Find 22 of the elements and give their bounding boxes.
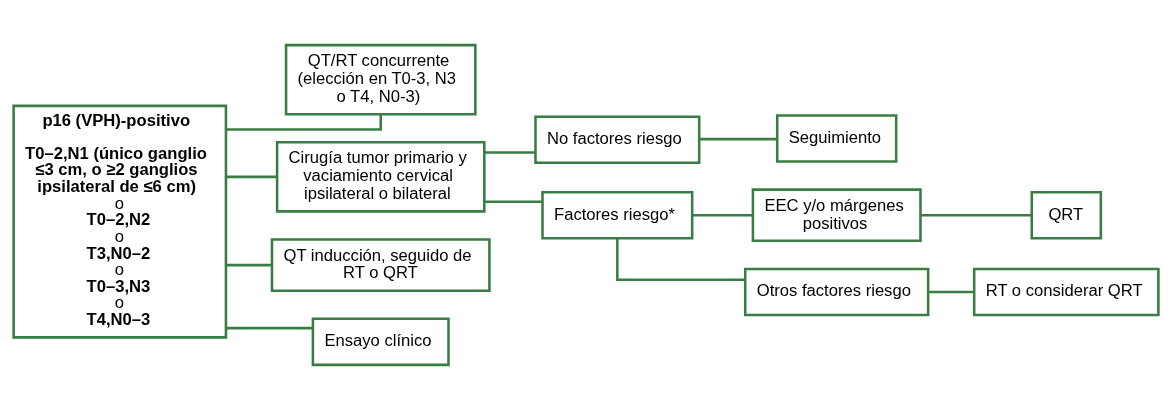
node-box: No factores riesgo xyxy=(534,114,701,164)
connector xyxy=(226,326,313,329)
node-box: RT o considerar QRT xyxy=(972,267,1160,316)
node-box: p16 (VPH)-positivo T0–2,N1 (único ganglio ≤3 cm, o ≥2 ganglios ipsilateral de ≤6 cm) o T0–2,N2 o T3,N0–2 o T0–3,N3 o T4,N0–3 xyxy=(12,104,228,339)
connector xyxy=(699,137,777,140)
node-box: Seguimiento xyxy=(775,113,898,163)
connector xyxy=(692,213,753,216)
connector xyxy=(484,200,543,203)
node-box: EEC y/o márgenes positivos xyxy=(751,187,922,242)
node-box: Cirugía tumor primario y vaciamiento cervical ipsilateral o bilateral xyxy=(275,140,486,213)
connector xyxy=(484,150,536,154)
node-box: Ensayo clínico xyxy=(311,317,450,366)
node-box: Otros factores riesgo xyxy=(743,267,930,316)
connector xyxy=(226,263,272,266)
node-box: QT/RT concurrente (elección en T0-3, N3 o T4, N0-3) xyxy=(284,43,477,115)
node-box: QRT xyxy=(1030,190,1103,240)
connector xyxy=(226,175,278,178)
connector xyxy=(920,213,1032,216)
connector xyxy=(928,290,974,293)
node-box: QT inducción, seguido de RT o QRT xyxy=(270,237,491,292)
node-box: Factores riesgo* xyxy=(541,190,694,240)
connector xyxy=(616,238,745,281)
